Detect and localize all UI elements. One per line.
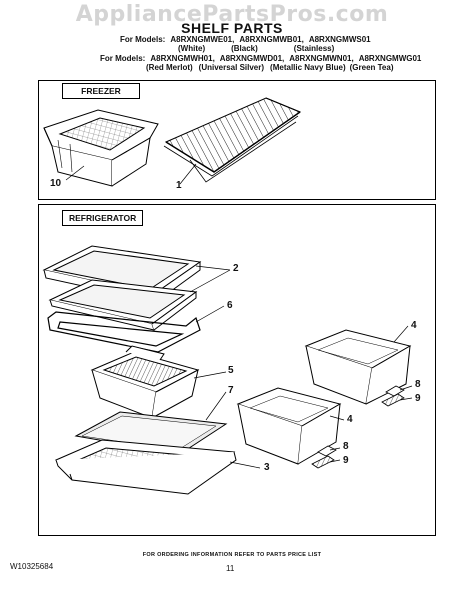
- callout-4-center: 4: [347, 414, 353, 425]
- model-number: A8RXNGMWB01,: [239, 35, 304, 44]
- page-number: 11: [226, 564, 235, 573]
- crisper-cover-frame: [55, 439, 237, 495]
- freezer-basket: [43, 109, 159, 187]
- models-prefix: For Models:: [100, 54, 146, 63]
- leader-lines: [65, 163, 413, 469]
- callout-6: 6: [227, 300, 233, 311]
- freezer-wire-shelf: [163, 97, 302, 183]
- model-number: A8RXNGMWN01,: [289, 54, 354, 63]
- model-color: (Stainless): [293, 44, 335, 53]
- model-color: (Universal Silver): [198, 63, 265, 72]
- drawer-slide-center: [311, 445, 337, 469]
- callout-3: 3: [264, 462, 270, 473]
- crisper-drawer-center: [236, 387, 342, 465]
- document-number: W10325684: [10, 562, 54, 571]
- glass-cover: [74, 411, 228, 455]
- callout-10: 10: [50, 178, 62, 189]
- drawer-slide-top: [381, 385, 405, 407]
- freezer-section: [38, 80, 436, 200]
- model-number: A8RXNGMWS01: [308, 35, 371, 44]
- model-color: (Metallic Navy Blue): [270, 63, 346, 72]
- callout-8-center: 8: [343, 441, 349, 452]
- refrigerator-shelf-middle: [48, 279, 198, 331]
- callout-5: 5: [228, 365, 234, 376]
- crisper-drawer-right: [304, 329, 412, 405]
- callout-1: 1: [176, 180, 182, 191]
- models-row-2: For Models: A8RXNGMWH01, A8RXNGMWD01, A8RXN…: [100, 54, 426, 63]
- models-prefix: For Models:: [120, 35, 166, 44]
- callout-4-top: 4: [411, 320, 417, 331]
- model-number: A8RXNGMWG01: [358, 54, 422, 63]
- models-row-1-colors: (White) (Black) (Stainless): [178, 44, 339, 53]
- model-number: A8RXNGMWD01,: [219, 54, 285, 63]
- callout-9-top: 9: [415, 393, 421, 404]
- callout-8-top: 8: [415, 379, 421, 390]
- model-color: (White): [178, 44, 206, 53]
- model-number: A8RXNGMWE01,: [170, 35, 235, 44]
- shelf-frame: [47, 311, 201, 353]
- refrigerator-label: REFRIGERATOR: [62, 210, 144, 226]
- ordering-note: FOR ORDERING INFORMATION REFER TO PARTS …: [142, 552, 322, 558]
- refrigerator-section: [38, 204, 436, 536]
- freezer-label: FREEZER: [62, 83, 140, 99]
- page-title: SHELF PARTS: [181, 20, 283, 36]
- model-number: A8RXNGMWH01,: [150, 54, 215, 63]
- model-color: (Black): [231, 44, 258, 53]
- models-row-1: For Models: A8RXNGMWE01, A8RXNGMWB01, A8RXN…: [120, 35, 376, 44]
- models-row-2-colors: (Red Merlot) (Universal Silver) (Metallic …: [146, 63, 399, 72]
- model-color: (Red Merlot): [146, 63, 193, 72]
- callout-2: 2: [233, 263, 239, 274]
- crisper-drawer: [90, 345, 200, 419]
- model-color: (Green Tea): [349, 63, 394, 72]
- callout-9-center: 9: [343, 455, 349, 466]
- watermark: AppliancePartsPros.com: [75, 2, 389, 27]
- callout-7: 7: [228, 385, 234, 396]
